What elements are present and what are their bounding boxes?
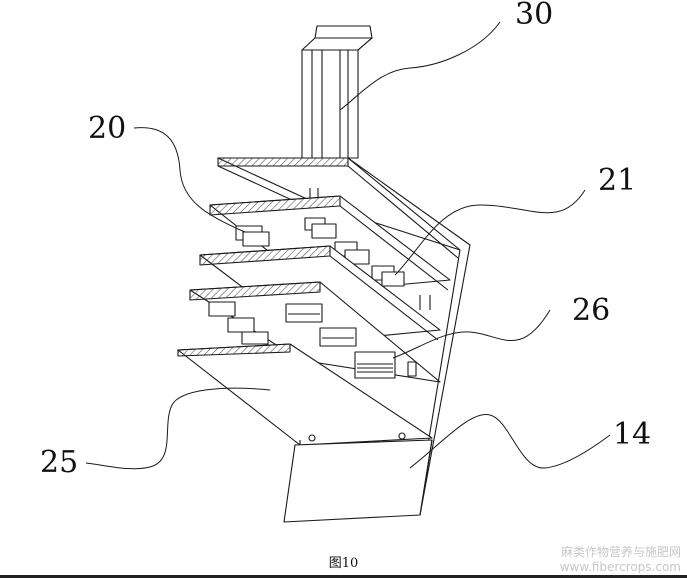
leader-25 (85, 387, 271, 470)
leader-21 (394, 189, 586, 276)
leader-14 (409, 414, 611, 469)
label-14: 14 (613, 417, 652, 452)
plate-layer-3 (189, 281, 441, 383)
label-20: 20 (88, 111, 127, 146)
figure-caption: 图10 (328, 556, 359, 571)
label-21: 21 (598, 163, 637, 198)
front-plate-14 (283, 439, 433, 523)
leader-30 (339, 21, 501, 111)
watermark-line-2: www.fibercrops.com (559, 560, 681, 574)
leader-26 (392, 309, 551, 359)
watermark: 麻类作物营养与施肥网 www.fibercrops.com (560, 545, 681, 575)
base-plate-25 (177, 343, 433, 446)
label-26: 26 (572, 293, 611, 328)
label-30: 30 (515, 0, 554, 32)
watermark-line-1: 麻类作物营养与施肥网 (560, 545, 681, 559)
cylinder-30 (301, 25, 373, 159)
label-25: 25 (40, 445, 79, 480)
leader-lines (85, 21, 611, 470)
leader-20 (133, 127, 246, 233)
bottom-rule (0, 575, 687, 578)
